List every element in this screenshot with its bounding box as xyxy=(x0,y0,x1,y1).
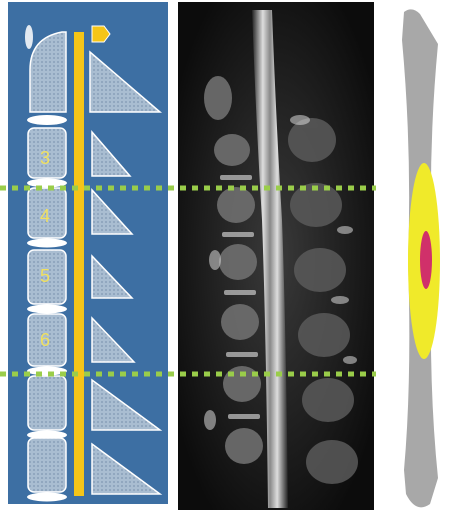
cord-cross-section xyxy=(402,9,440,507)
disc xyxy=(27,305,67,314)
level-label-3: 3 xyxy=(40,148,50,168)
vertebral-body xyxy=(28,438,66,492)
cross-section-core xyxy=(420,231,432,289)
level-label-5: 5 xyxy=(40,266,50,286)
schematic-panel: 3 4 5 6 xyxy=(8,2,168,504)
disc xyxy=(27,493,67,502)
vertebral-body xyxy=(28,376,66,430)
level-label-6: 6 xyxy=(40,330,50,350)
level-label-4: 4 xyxy=(40,206,50,226)
disc xyxy=(27,115,67,125)
vertebrae-column xyxy=(27,128,67,502)
spinal-cord-bar xyxy=(74,32,84,496)
disc xyxy=(27,239,67,248)
top-oval xyxy=(25,25,33,49)
mri-panel xyxy=(178,2,374,510)
